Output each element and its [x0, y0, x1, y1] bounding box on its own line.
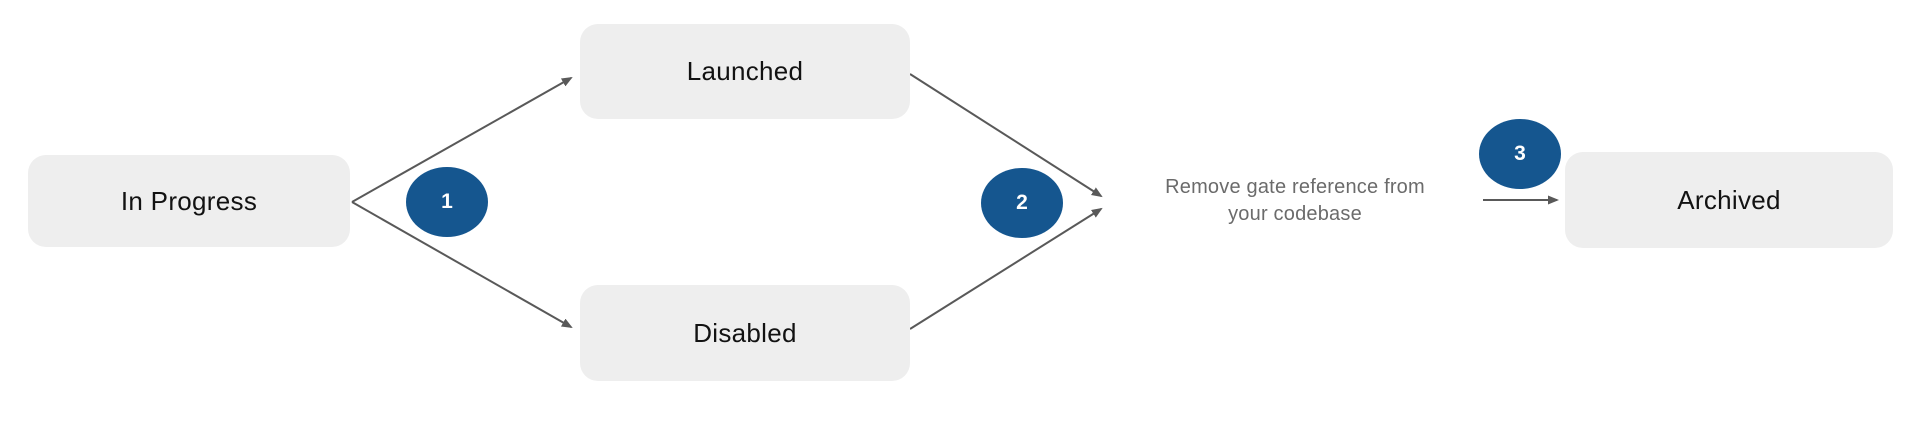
node-archived-label: Archived [1677, 184, 1781, 215]
node-launched-label: Launched [686, 56, 804, 86]
remove-gate-annotation-line1: Remove gate reference from [1165, 176, 1425, 198]
remove-gate-annotation: Remove gate reference from your codebase [1120, 174, 1470, 228]
remove-gate-annotation-line2: your codebase [1228, 203, 1362, 225]
step-badge-1: 1 [406, 167, 488, 237]
arrow-disabled-to-remove-gate [909, 207, 1103, 330]
step-badge-3-number: 3 [1514, 142, 1526, 165]
node-disabled-label: Disabled [693, 317, 797, 348]
node-archived: Archived [1565, 152, 1893, 248]
step-badge-2: 2 [981, 168, 1063, 238]
step-badge-2-number: 2 [1016, 191, 1028, 214]
step-badge-3: 3 [1479, 119, 1561, 189]
node-launched: Launched [580, 24, 910, 119]
arrow-in-progress-to-disabled [351, 201, 573, 328]
step-badge-1-number: 1 [441, 190, 453, 213]
arrow-launched-to-remove-gate [909, 73, 1103, 198]
node-in-progress-label: In Progress [120, 185, 258, 216]
node-disabled: Disabled [580, 285, 910, 381]
arrow-in-progress-to-launched [351, 77, 573, 203]
node-in-progress: In Progress [28, 155, 350, 247]
